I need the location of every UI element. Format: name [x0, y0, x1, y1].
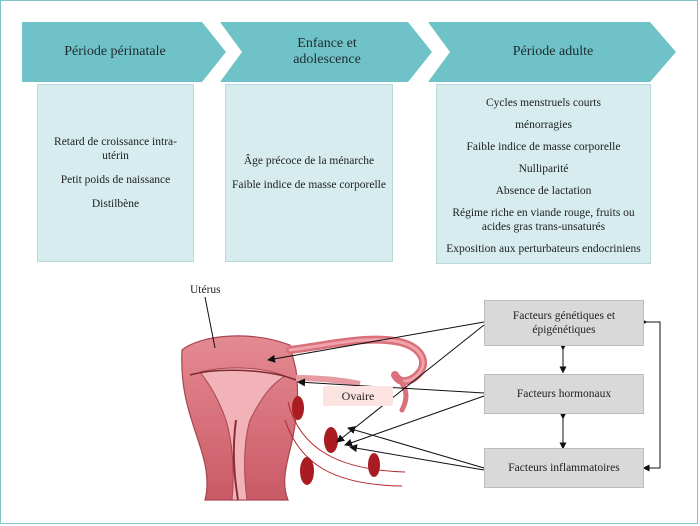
stage-title-adult: Période adulte: [512, 44, 594, 59]
factor-inflammatory-box: Facteurs inflammatoires: [484, 448, 644, 488]
risk-item: Nulliparité: [518, 163, 569, 175]
risk-item: Faible indice de masse corporelle: [466, 141, 621, 153]
factor-hormonal-box: Facteurs hormonaux: [484, 374, 644, 414]
risk-item: Petit poids de naissance: [60, 174, 171, 186]
risk-item: Exposition aux perturbateurs endocrinien…: [446, 243, 641, 255]
risk-item: Cycles menstruels courts: [486, 97, 601, 109]
risk-item: Absence de lactation: [495, 185, 592, 197]
stage-header-perinatal: Période périnatale: [22, 22, 226, 82]
risk-item: Faible indice de masse corporelle: [232, 179, 386, 191]
uterus-label: Utérus: [190, 284, 221, 296]
stage-column-adult: Cycles menstruels courts ménorragies Fai…: [436, 84, 651, 264]
factor-genetic-box: Facteurs génétiques et épigénétiques: [484, 300, 644, 346]
risk-item: Âge précoce de la ménarche: [243, 155, 375, 167]
ovary-label: Ovaire: [323, 386, 393, 406]
stage-title-perinatal: Période périnatale: [64, 44, 166, 59]
uterus: [181, 335, 428, 501]
risk-item: Retard de croissance intra-utérin: [54, 136, 177, 162]
endometriosis-lesions: [292, 396, 380, 485]
stage-header-childhood: Enfance et adolescence: [220, 22, 432, 82]
risk-item: ménorragies: [515, 119, 572, 131]
risk-item: Régime riche en viande rouge, fruits ou …: [452, 207, 635, 233]
stage-title-childhood: Enfance et adolescence: [293, 36, 361, 67]
stage-column-perinatal: Retard de croissance intra-utérin Petit …: [37, 84, 194, 262]
risk-item: Distilbène: [91, 198, 140, 210]
stage-header-adult: Période adulte: [428, 22, 676, 82]
stage-column-childhood: Âge précoce de la ménarche Faible indice…: [225, 84, 393, 262]
